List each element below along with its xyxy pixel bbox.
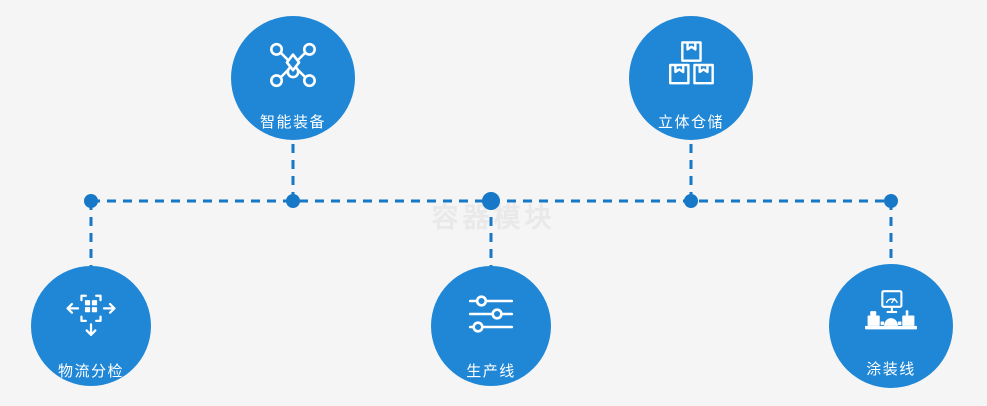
node-label-production-line: 生产线 (466, 363, 516, 380)
connector-dot-painting (884, 194, 898, 208)
sorting-grid-arrows-icon (66, 294, 116, 336)
node-production-line[interactable]: 生产线 (431, 266, 551, 386)
node-stereoscopic-warehousing[interactable]: 立体仓储 (629, 16, 753, 140)
network-nodes-icon (270, 42, 316, 88)
node-label-logistics-sorting: 物流分检 (57, 363, 124, 380)
node-label-intelligent-equipment: 智能装备 (259, 114, 326, 131)
node-painting-line[interactable]: 涂装线 (829, 264, 953, 388)
connector-dot-warehousing (684, 194, 698, 208)
sliders-icon (468, 295, 514, 333)
stacked-boxes-icon (668, 41, 714, 85)
connector-dot-production (482, 192, 500, 210)
node-logistics-sorting[interactable]: 物流分检 (31, 266, 151, 386)
node-label-painting-line: 涂装线 (866, 361, 916, 378)
connector-dot-equipment (286, 194, 300, 208)
node-intelligent-equipment[interactable]: 智能装备 (231, 16, 355, 140)
node-label-stereoscopic-warehousing: 立体仓储 (657, 114, 724, 131)
connector-dot-logistics (84, 194, 98, 208)
factory-machinery-icon (865, 290, 917, 330)
